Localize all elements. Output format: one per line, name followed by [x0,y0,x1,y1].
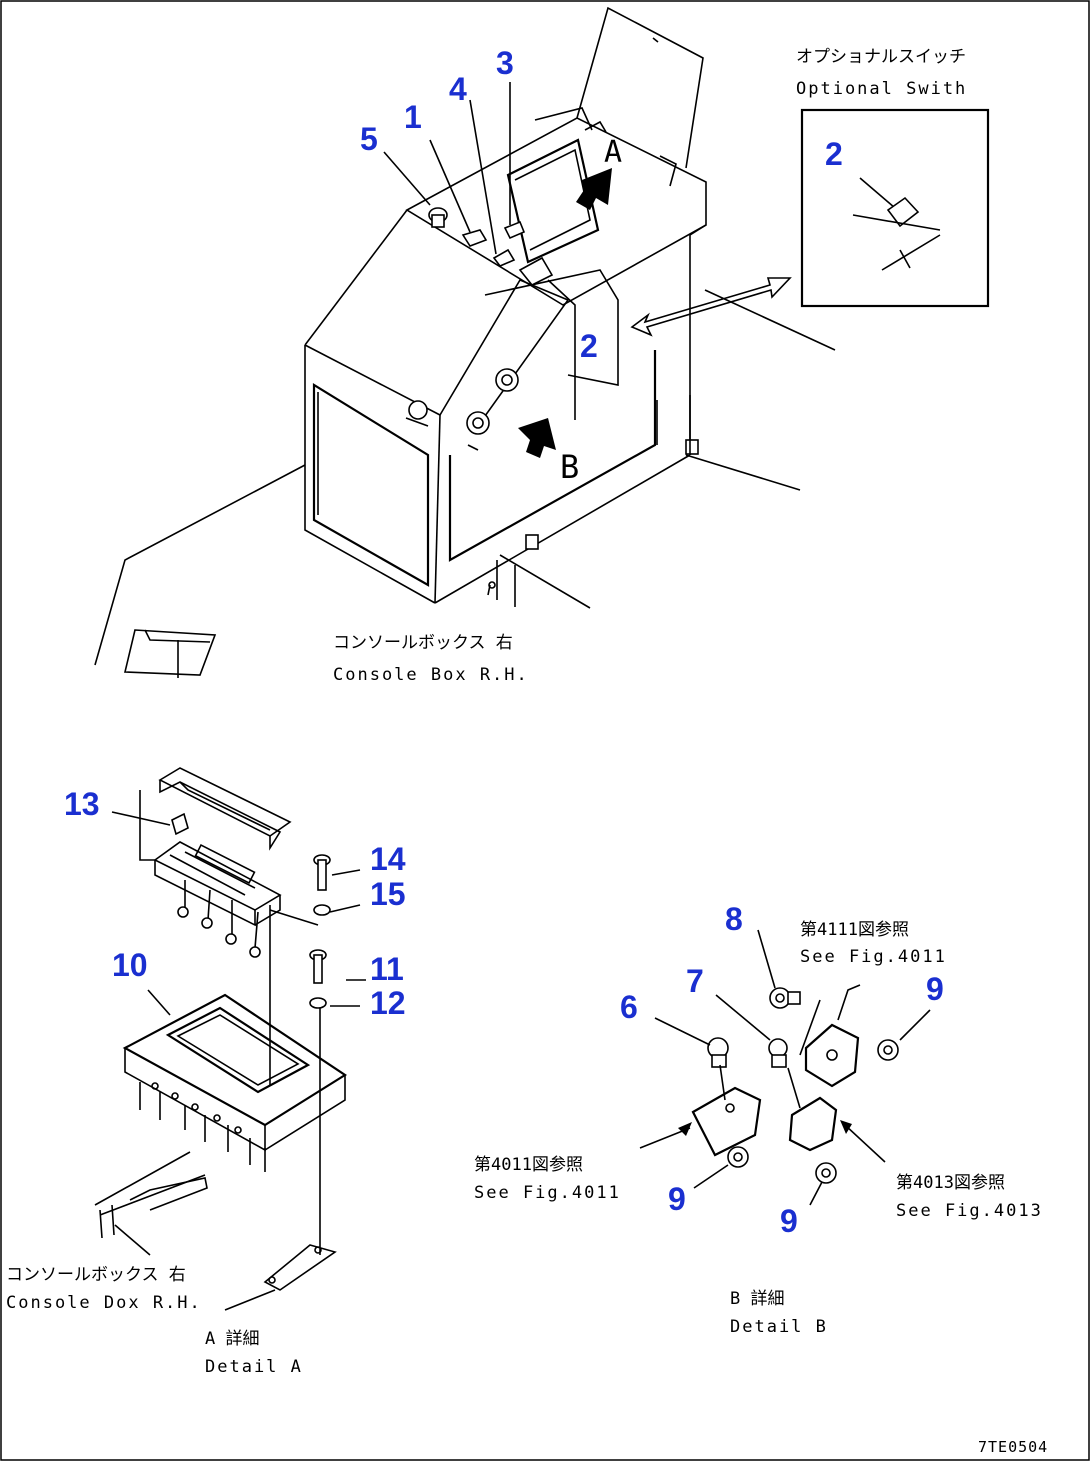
top-leaders [383,82,576,420]
arrow-b-label: B [560,448,579,486]
optional-switch-jp: オプショナルスイッチ [796,47,966,67]
callout-1: 1 [404,99,422,135]
callout-2: 2 [580,328,598,364]
detail-b-en: Detail B [730,1317,828,1337]
callout-6: 6 [620,989,638,1025]
callout-2-inset: 2 [825,136,843,172]
optional-switch-en: Optional Swith [796,79,967,99]
detail-b-drawing [639,929,931,1206]
callout-9-right: 9 [926,971,944,1007]
callout-9-left: 9 [668,1181,686,1217]
detail-a-drawing [94,767,366,1311]
arrow-a-label: A [604,135,622,170]
callout-15: 15 [370,876,406,912]
callout-12: 12 [370,985,406,1021]
ref-4013-jp: 第4013図参照 [896,1173,1005,1193]
callout-10: 10 [112,947,148,983]
ref-4011-left-jp: 第4011図参照 [474,1155,583,1175]
console-box-jp: コンソールボックス 右 [333,633,513,653]
ref-4011-top-en: See Fig.4011 [800,947,947,967]
callout-5: 5 [360,121,378,157]
ref-4011-left-en: See Fig.4011 [474,1183,621,1203]
callout-7: 7 [686,963,704,999]
console-detail-jp: コンソールボックス 右 [6,1265,186,1285]
callout-14: 14 [370,841,406,877]
detail-b-jp: B 詳細 [730,1289,784,1309]
callout-9-bottom: 9 [780,1203,798,1239]
callout-13: 13 [64,786,100,822]
detail-a-jp: A 詳細 [205,1329,259,1349]
optional-switch-inset [800,108,990,308]
callout-8: 8 [725,901,743,937]
callout-4: 4 [449,71,467,107]
console-detail-en: Console Dox R.H. [6,1293,202,1313]
ref-4013-en: See Fig.4013 [896,1201,1043,1221]
detail-a-en: Detail A [205,1357,303,1377]
drawing-code: 7TE0504 [978,1438,1048,1456]
callout-3: 3 [496,45,514,81]
callout-11: 11 [370,951,404,987]
console-box-en: Console Box R.H. [333,665,529,685]
ref-4011-top-jp: 第4111図参照 [800,920,909,940]
console-box-assembly [94,6,836,678]
